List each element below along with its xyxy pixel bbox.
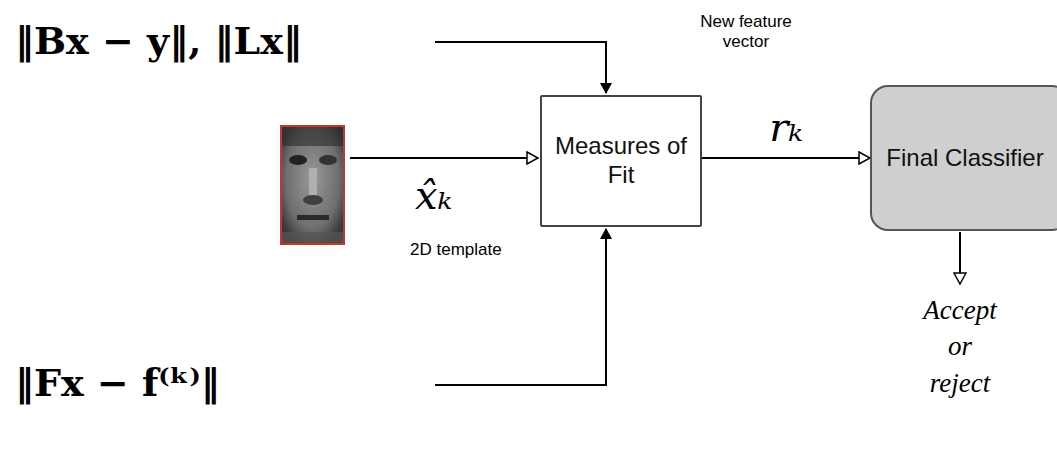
- formula-label: ‖Bx − y‖, ‖Lx‖: [15, 18, 302, 63]
- decision-label: Accept or reject: [923, 292, 996, 401]
- input-wire: [350, 157, 538, 159]
- caption-label: 2D template: [410, 240, 502, 260]
- math-label: x̂ₖ: [415, 172, 452, 218]
- process-box: Measures of Fit: [540, 95, 702, 227]
- input-wire: [435, 42, 606, 93]
- flow-arrow: [702, 157, 870, 159]
- caption-label: New feature vector: [700, 12, 792, 53]
- face-image: [281, 126, 344, 244]
- edge-label: rₖ: [769, 104, 803, 150]
- classifier-box: Final Classifier: [870, 85, 1057, 231]
- formula-label: ‖Fx − f⁽ᵏ⁾‖: [15, 360, 220, 405]
- output-wire: [959, 232, 961, 284]
- box-label: Final Classifier: [886, 144, 1043, 173]
- box-label: Measures of Fit: [554, 132, 688, 190]
